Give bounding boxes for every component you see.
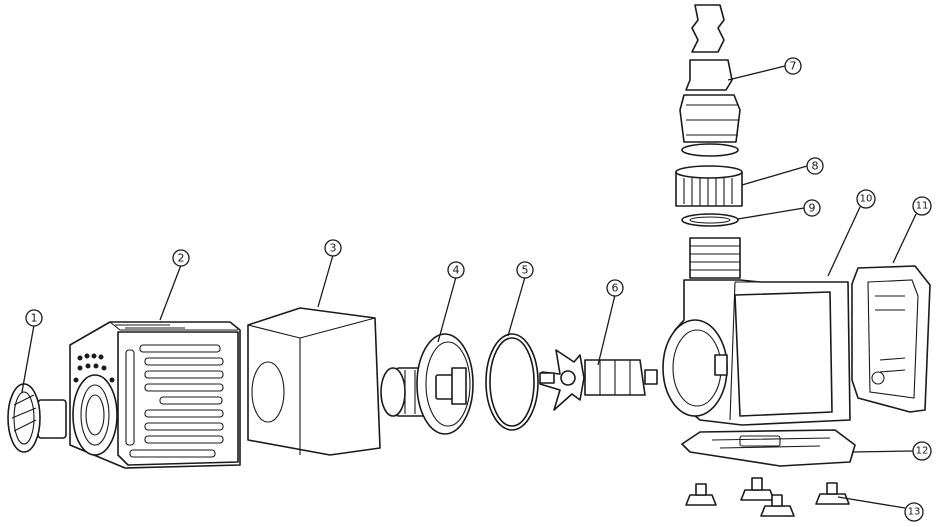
callout-7: 7 bbox=[784, 57, 802, 75]
part-impeller-housing bbox=[380, 333, 474, 435]
part-filter-sponge bbox=[247, 307, 381, 456]
callout-7-label: 7 bbox=[790, 60, 797, 73]
callout-13: 13 bbox=[904, 502, 924, 522]
part-rear-cover bbox=[851, 265, 931, 413]
callout-11: 11 bbox=[912, 196, 932, 216]
callout-3-label: 3 bbox=[330, 242, 337, 255]
callout-1-label: 1 bbox=[31, 312, 38, 325]
part-o-ring bbox=[485, 333, 539, 431]
callout-10: 10 bbox=[856, 189, 876, 209]
callout-8: 8 bbox=[806, 157, 824, 175]
callout-4: 4 bbox=[447, 261, 465, 279]
part-hose-adapter bbox=[679, 4, 741, 157]
callout-3: 3 bbox=[324, 239, 342, 257]
callout-2-label: 2 bbox=[178, 252, 185, 265]
part-impeller-rotor bbox=[539, 349, 658, 411]
part-suction-cups bbox=[685, 477, 850, 517]
callout-9: 9 bbox=[803, 199, 821, 217]
part-base-mount bbox=[681, 429, 856, 467]
callout-10-label: 10 bbox=[860, 194, 873, 205]
part-intake-cage bbox=[69, 321, 241, 469]
callout-6-label: 6 bbox=[612, 282, 619, 295]
callout-5-label: 5 bbox=[522, 264, 529, 277]
callout-11-label: 11 bbox=[916, 201, 929, 212]
callout-2: 2 bbox=[172, 249, 190, 267]
callout-1: 1 bbox=[25, 309, 43, 327]
part-motor-body bbox=[662, 237, 851, 426]
callout-9-label: 9 bbox=[809, 202, 816, 215]
part-end-cap bbox=[7, 383, 67, 453]
leader-lines bbox=[21, 65, 917, 509]
callout-12: 12 bbox=[912, 441, 932, 461]
part-union-nut bbox=[675, 165, 743, 207]
callout-4-label: 4 bbox=[453, 264, 460, 277]
part-washer bbox=[681, 213, 739, 227]
callout-13-label: 13 bbox=[908, 507, 921, 518]
callout-6: 6 bbox=[606, 279, 624, 297]
callout-8-label: 8 bbox=[812, 160, 819, 173]
callout-12-label: 12 bbox=[916, 446, 929, 457]
callout-5: 5 bbox=[516, 261, 534, 279]
